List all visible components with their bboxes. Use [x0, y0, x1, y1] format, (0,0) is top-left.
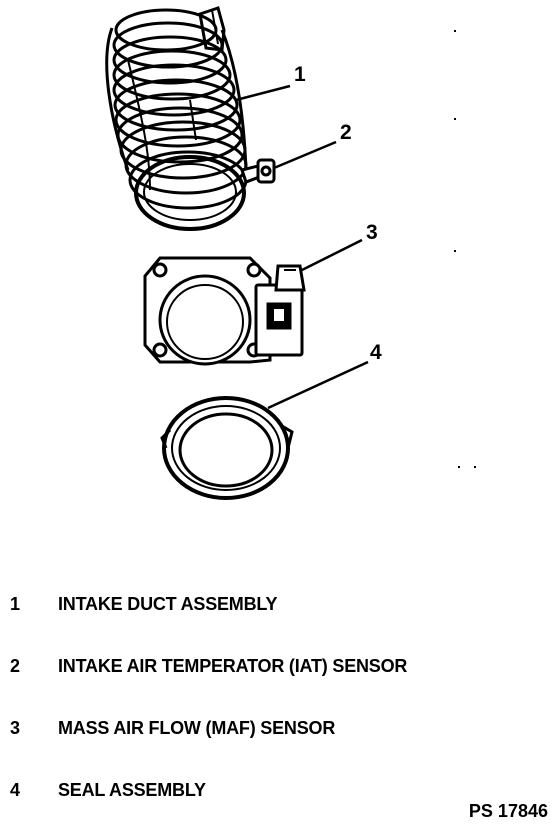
- legend-item: 4 SEAL ASSEMBLY: [0, 780, 560, 806]
- legend-label: SEAL ASSEMBLY: [58, 780, 206, 800]
- legend-number: 1: [10, 594, 21, 614]
- iat-sensor: [240, 158, 276, 184]
- intake-duct-assembly: [105, 6, 248, 231]
- legend-item: 2 INTAKE AIR TEMPERATOR (IAT) SENSOR: [0, 656, 560, 682]
- legend-label: MASS AIR FLOW (MAF) SENSOR: [58, 718, 336, 738]
- legend-number: 3: [10, 718, 21, 738]
- callout-3: 3: [366, 221, 378, 244]
- legend-number: 2: [10, 656, 21, 676]
- callout-1: 1: [294, 63, 306, 86]
- legend-item: 3 MASS AIR FLOW (MAF) SENSOR: [0, 718, 560, 744]
- parts-diagram: [105, 6, 369, 500]
- seal-assembly: [160, 396, 294, 500]
- callout-2: 2: [340, 121, 352, 144]
- maf-sensor: [143, 256, 306, 366]
- leader-lines: [235, 84, 369, 410]
- callout-4: 4: [370, 341, 382, 364]
- legend-label: INTAKE DUCT ASSEMBLY: [58, 594, 278, 614]
- legend-number: 4: [10, 780, 21, 800]
- legend-item: 1 INTAKE DUCT ASSEMBLY: [0, 594, 560, 620]
- figure-code: PS 17846: [468, 801, 548, 821]
- legend-label: INTAKE AIR TEMPERATOR (IAT) SENSOR: [58, 656, 408, 676]
